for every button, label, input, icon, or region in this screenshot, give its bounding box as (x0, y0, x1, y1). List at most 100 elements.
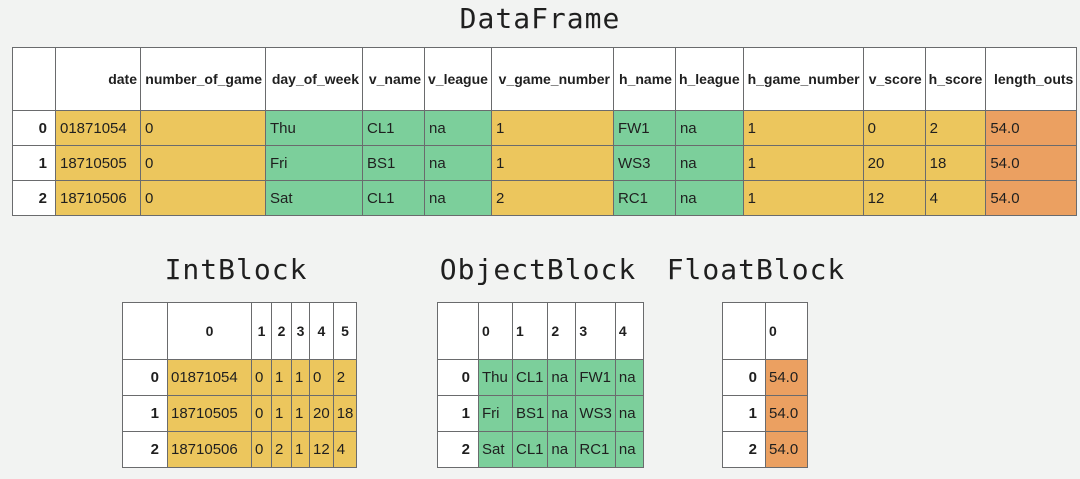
cell: 1 (742, 180, 864, 216)
column-header: length_outs (985, 47, 1078, 111)
cell: Thu (478, 359, 513, 396)
cell: BS1 (362, 145, 425, 181)
cell: Fri (265, 145, 363, 181)
column-header: h_name (612, 47, 676, 111)
cell: CL1 (511, 359, 549, 396)
column-header: h_game_number (742, 47, 864, 111)
cell: BS1 (511, 395, 549, 432)
column-header: date (55, 47, 141, 111)
cell: 54.0 (765, 431, 808, 468)
column-header: 0 (478, 302, 513, 360)
cell: Sat (265, 180, 363, 216)
cell: na (424, 180, 492, 216)
column-header: 3 (291, 302, 310, 360)
cell: Fri (478, 395, 513, 432)
cell: 0 (251, 395, 272, 432)
cell: na (614, 431, 644, 468)
cell: 0 (309, 359, 334, 396)
row-index: 0 (122, 359, 168, 396)
cell: 1 (271, 395, 292, 432)
cell: 2 (924, 110, 987, 146)
row-index: 2 (722, 431, 766, 468)
cell: 18 (332, 395, 358, 432)
row-index: 1 (722, 395, 766, 432)
column-header: h_score (924, 47, 987, 111)
column-header: 1 (251, 302, 272, 360)
cell: WS3 (612, 145, 676, 181)
cell: na (674, 110, 744, 146)
row-index: 1 (437, 395, 479, 432)
cell: 18710505 (55, 145, 141, 181)
cell: 54.0 (765, 359, 808, 396)
cell: 12 (862, 180, 926, 216)
header-row: 0 (722, 302, 808, 360)
cell: 18 (924, 145, 987, 181)
cell: 1 (742, 145, 864, 181)
cell: CL1 (362, 110, 425, 146)
cell: na (614, 359, 644, 396)
column-header: v_game_number (490, 47, 614, 111)
row-index: 1 (122, 395, 168, 432)
cell: RC1 (575, 431, 616, 468)
cell: 54.0 (985, 180, 1078, 216)
index-column-header (12, 47, 56, 111)
index-column-header (722, 302, 766, 360)
cell: WS3 (575, 395, 616, 432)
objectblock-title: ObjectBlock (439, 253, 637, 286)
cell: 1 (271, 359, 292, 396)
column-header: number_of_game (140, 47, 266, 111)
cell: na (424, 145, 492, 181)
cell: 0 (140, 180, 266, 216)
cell: 2 (490, 180, 614, 216)
cell: na (424, 110, 492, 146)
row-index: 0 (722, 359, 766, 396)
cell: 18710505 (167, 395, 252, 432)
row-index: 0 (437, 359, 479, 396)
row-index: 2 (437, 431, 479, 468)
cell: 12 (309, 431, 334, 468)
floatblock-title: FloatBlock (666, 253, 846, 286)
column-header: 0 (765, 302, 808, 360)
cell: 2 (271, 431, 292, 468)
cell: na (547, 359, 577, 396)
cell: 01871054 (167, 359, 252, 396)
cell: 1 (490, 110, 614, 146)
cell: 0 (140, 110, 266, 146)
row-index: 2 (12, 180, 56, 216)
dataframe-title: DataFrame (459, 2, 621, 35)
cell: 1 (742, 110, 864, 146)
cell: 2 (332, 359, 358, 396)
row-index: 1 (12, 145, 56, 181)
cell: 54.0 (985, 110, 1078, 146)
column-header: 4 (614, 302, 644, 360)
cell: 1 (490, 145, 614, 181)
cell: 18710506 (55, 180, 141, 216)
cell: 01871054 (55, 110, 141, 146)
cell: 20 (862, 145, 926, 181)
cell: na (547, 395, 577, 432)
cell: na (547, 431, 577, 468)
cell: FW1 (575, 359, 616, 396)
cell: 1 (291, 359, 310, 396)
cell: 0 (251, 431, 272, 468)
column-header: day_of_week (265, 47, 363, 111)
cell: 0 (251, 359, 272, 396)
cell: 1 (291, 395, 310, 432)
cell: 20 (309, 395, 334, 432)
